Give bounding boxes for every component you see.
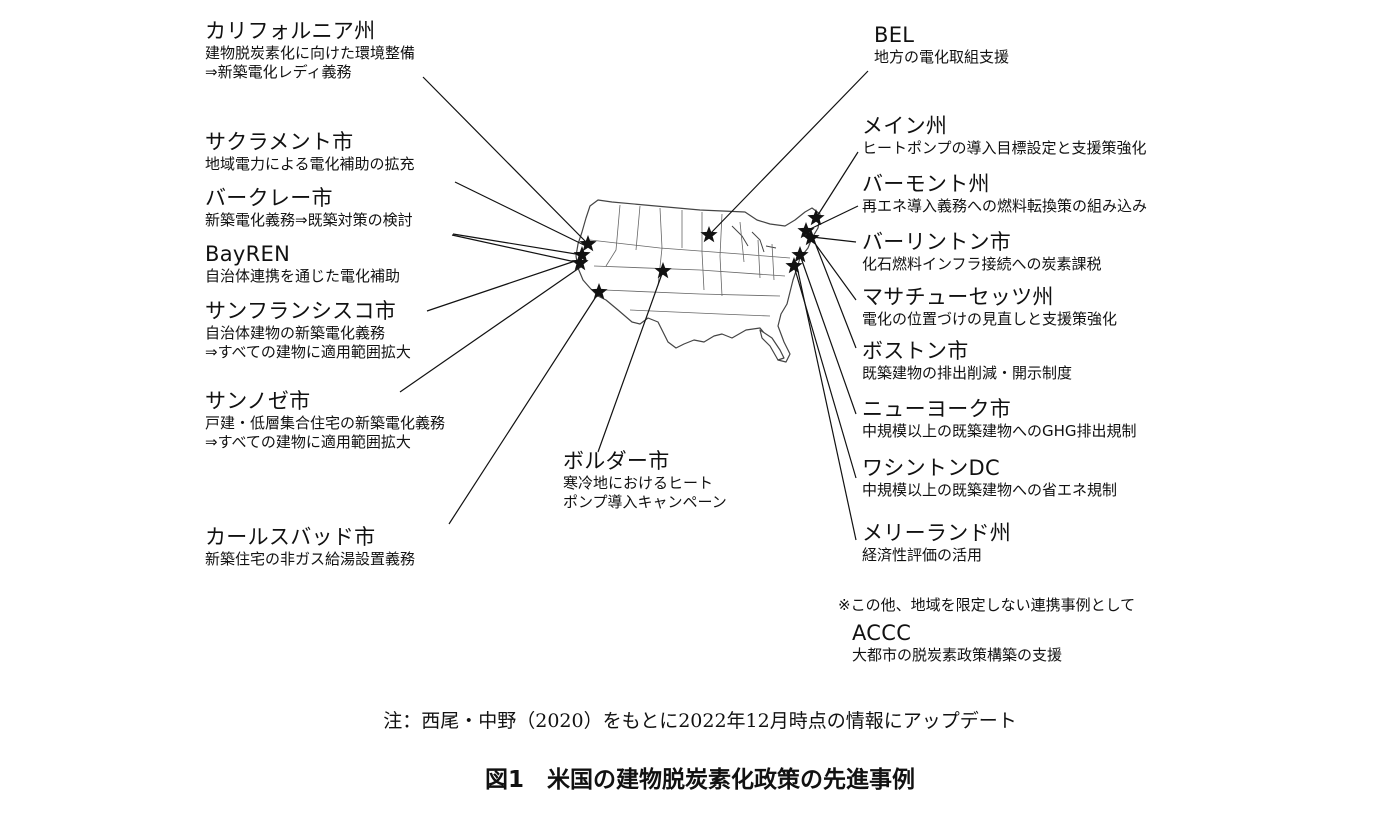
us-map — [575, 199, 821, 363]
label-line: 地域電力による電化補助の拡充 — [205, 155, 415, 174]
leader-line-bayren — [451, 234, 581, 264]
leader-lines — [399, 70, 869, 541]
other-cases-note: ※この他、地域を限定しない連携事例として — [838, 596, 1136, 614]
label-washingtondc: ワシントンDC 中規模以上の既築建物への省エネ規制 — [862, 455, 1117, 500]
star-icon — [571, 254, 589, 271]
leader-line-bel — [708, 70, 869, 236]
label-line: ヒートポンプの導入目標設定と支援策強化 — [862, 139, 1147, 158]
great-lakes — [731, 225, 777, 253]
label-line: 新築電化義務⇒既築対策の検討 — [205, 211, 413, 230]
label-line: 電化の位置づけの見直しと支援策強化 — [862, 310, 1118, 329]
leader-line-boston — [811, 234, 857, 349]
leader-line-california — [422, 76, 589, 245]
leader-line-newyork — [799, 254, 857, 415]
figure-caption: 図1 米国の建物脱炭素化政策の先進事例 — [484, 767, 915, 793]
label-line: 寒冷地におけるヒート — [563, 474, 714, 493]
leader-line-maine — [815, 151, 859, 219]
label-line: ⇒新築電化レディ義務 — [205, 63, 352, 81]
star-icon — [807, 209, 825, 226]
label-carlsbad: カールスバッド市 新築住宅の非ガス給湯設置義務 — [205, 524, 415, 569]
label-title: メイン州 — [862, 114, 948, 138]
leader-line-berkeley — [452, 233, 583, 256]
star-icon — [700, 226, 718, 243]
star-icon — [654, 262, 672, 279]
label-line: 中規模以上の既築建物への省エネ規制 — [862, 481, 1118, 500]
leader-line-carlsbad — [448, 291, 600, 525]
label-title: ACCC — [852, 621, 912, 645]
star-icon — [791, 246, 809, 263]
label-maryland: メリーランド州 経済性評価の活用 — [862, 520, 1011, 565]
source-note: 注：西尾・中野（2020）をもとに2022年12月時点の情報にアップデート — [383, 710, 1017, 732]
star-icon — [785, 257, 803, 274]
leader-line-boulder — [597, 270, 664, 453]
label-vermont: バーモント州 再エネ導入義務への燃料転換策の組み込み — [862, 171, 1147, 216]
label-line: 経済性評価の活用 — [862, 546, 983, 565]
leader-line-vermont — [805, 205, 859, 232]
label-title: カリフォルニア州 — [205, 19, 376, 43]
label-title: ボストン市 — [862, 339, 969, 363]
star-icon — [797, 222, 815, 239]
label-bayren: BayREN 自治体連携を通じた電化補助 — [205, 241, 400, 286]
label-title: BEL — [874, 23, 915, 47]
label-title: カールスバッド市 — [205, 525, 376, 549]
label-title: ワシントンDC — [862, 456, 1000, 480]
label-title: サンフランシスコ市 — [205, 299, 397, 323]
star-icon — [573, 246, 591, 263]
label-line: ⇒すべての建物に適用範囲拡大 — [205, 343, 411, 361]
label-bel: BEL 地方の電化取組支援 — [874, 22, 1009, 67]
leader-line-massachusetts — [810, 237, 857, 301]
label-title: バーリントン市 — [862, 230, 1012, 254]
markers — [571, 209, 825, 300]
label-sanfrancisco: サンフランシスコ市 自治体建物の新築電化義務 ⇒すべての建物に適用範囲拡大 — [205, 298, 411, 362]
leader-line-sanfrancisco — [426, 258, 582, 312]
star-icon — [802, 229, 820, 246]
label-line: 既築建物の排出削減・開示制度 — [862, 364, 1073, 383]
label-maine: メイン州 ヒートポンプの導入目標設定と支援策強化 — [862, 113, 1147, 158]
label-title: メリーランド州 — [862, 521, 1012, 545]
label-line: 建物脱炭素化に向けた環境整備 — [205, 44, 416, 63]
star-icon — [590, 283, 608, 300]
label-line: 大都市の脱炭素政策構築の支援 — [852, 646, 1063, 665]
label-title: バーモント州 — [862, 172, 990, 196]
star-icon — [579, 235, 597, 252]
us-map-outline — [575, 199, 821, 363]
label-california: カリフォルニア州 建物脱炭素化に向けた環境整備 ⇒新築電化レディ義務 — [205, 18, 415, 82]
label-line: 再エネ導入義務への燃料転換策の組み込み — [862, 197, 1148, 216]
label-berkeley: バークレー市 新築電化義務⇒既築対策の検討 — [205, 185, 413, 230]
label-line: 化石燃料インフラ接続への炭素課税 — [862, 255, 1102, 274]
label-line: 新築住宅の非ガス給湯設置義務 — [205, 550, 416, 569]
leader-line-maryland — [795, 261, 857, 541]
state-borders — [589, 204, 791, 317]
label-line: 地方の電化取組支援 — [874, 48, 1010, 67]
label-title: BayREN — [205, 242, 291, 266]
label-title: サクラメント市 — [205, 130, 354, 154]
label-title: バークレー市 — [205, 186, 333, 210]
label-boulder: ボルダー市 寒冷地におけるヒート ポンプ導入キャンペーン — [563, 448, 727, 512]
label-line: 自治体建物の新築電化義務 — [205, 324, 386, 343]
label-sanjose: サンノゼ市 戸建・低層集合住宅の新築電化義務 ⇒すべての建物に適用範囲拡大 — [205, 388, 445, 452]
label-line: ポンプ導入キャンペーン — [563, 493, 727, 511]
label-newyork: ニューヨーク市 中規模以上の既築建物へのGHG排出規制 — [862, 396, 1137, 441]
label-title: マサチューセッツ州 — [862, 285, 1054, 309]
label-line: 自治体連携を通じた電化補助 — [205, 267, 401, 286]
label-title: サンノゼ市 — [205, 389, 311, 413]
label-massachusetts: マサチューセッツ州 電化の位置づけの見直しと支援策強化 — [862, 284, 1117, 329]
label-line: 戸建・低層集合住宅の新築電化義務 — [205, 414, 446, 433]
label-line: 中規模以上の既築建物へのGHG排出規制 — [862, 422, 1137, 441]
label-line: ⇒すべての建物に適用範囲拡大 — [205, 433, 411, 451]
label-accc: ACCC 大都市の脱炭素政策構築の支援 — [852, 620, 1062, 665]
leader-line-sanjose — [399, 265, 583, 393]
leader-line-sacramento — [454, 181, 587, 247]
label-boston: ボストン市 既築建物の排出削減・開示制度 — [862, 338, 1072, 383]
label-burlington: バーリントン市 化石燃料インフラ接続への炭素課税 — [862, 229, 1102, 274]
label-sacramento: サクラメント市 地域電力による電化補助の拡充 — [205, 129, 415, 174]
label-title: ニューヨーク市 — [862, 397, 1012, 421]
label-title: ボルダー市 — [563, 449, 670, 473]
florida — [759, 329, 785, 361]
